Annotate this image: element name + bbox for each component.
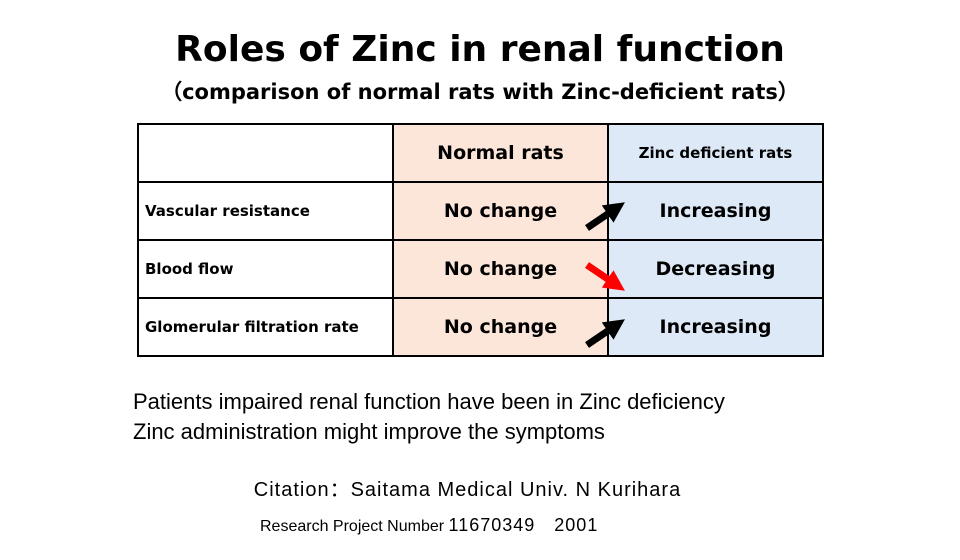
slide-subtitle: （comparison of normal rats with Zinc-def… xyxy=(161,80,799,104)
cell-zinc-vascular-resistance: Increasing xyxy=(607,181,824,241)
research-project: Research Project Number 11670349 2001 xyxy=(260,513,598,539)
citation: Citation：Saitama Medical Univ. N Kurihar… xyxy=(253,479,682,501)
header-empty-cell xyxy=(137,123,394,183)
header-normal-rats: Normal rats xyxy=(392,123,609,183)
note-line-2: Zinc administration might improve the sy… xyxy=(133,419,605,444)
row-label-blood-flow: Blood flow xyxy=(137,239,394,299)
table-row: Vascular resistance No change Increasing xyxy=(137,181,824,241)
cell-normal-glomerular-filtration-rate: No change xyxy=(392,297,609,357)
project-number: 11670349 2001 xyxy=(448,515,599,535)
header-zinc-deficient-rats: Zinc deficient rats xyxy=(607,123,824,183)
cell-normal-vascular-resistance: No change xyxy=(392,181,609,241)
comparison-table: Normal rats Zinc deficient rats Vascular… xyxy=(137,123,824,357)
table-header-row: Normal rats Zinc deficient rats xyxy=(137,123,824,183)
cell-normal-blood-flow: No change xyxy=(392,239,609,299)
row-label-vascular-resistance: Vascular resistance xyxy=(137,181,394,241)
cell-zinc-glomerular-filtration-rate: Increasing xyxy=(607,297,824,357)
slide-title: Roles of Zinc in renal function xyxy=(175,29,785,70)
cell-zinc-blood-flow: Decreasing xyxy=(607,239,824,299)
project-label: Research Project Number xyxy=(260,518,445,535)
note-line-1: Patients impaired renal function have be… xyxy=(133,389,725,414)
row-label-glomerular-filtration-rate: Glomerular filtration rate xyxy=(137,297,394,357)
table-row: Blood flow No change Decreasing xyxy=(137,239,824,299)
table-row: Glomerular filtration rate No change Inc… xyxy=(137,297,824,357)
